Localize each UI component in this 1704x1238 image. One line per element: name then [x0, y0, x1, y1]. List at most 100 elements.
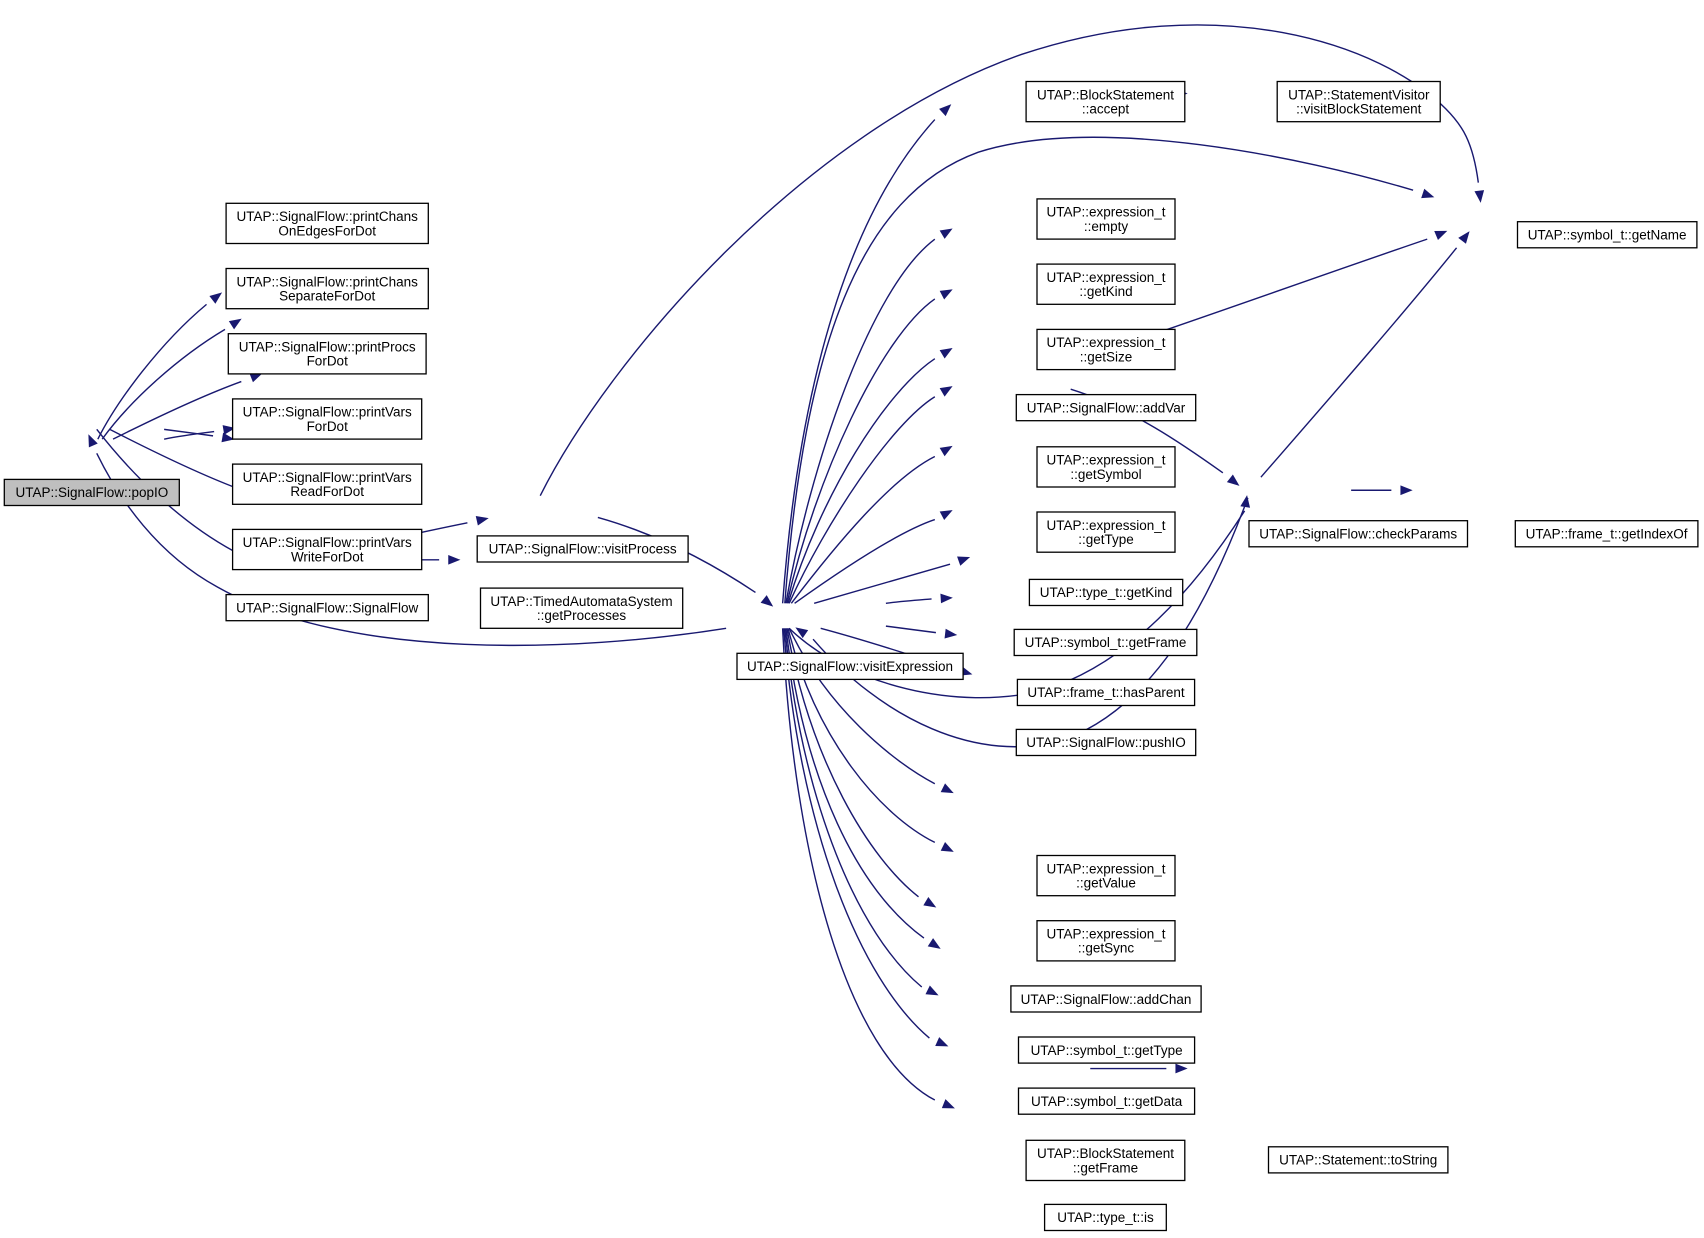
- node-label: ::getFrame: [1073, 1160, 1138, 1175]
- node-addVar[interactable]: UTAP::SignalFlow::addVar: [1015, 393, 1197, 422]
- node-exprGetType[interactable]: UTAP::expression_t::getType: [1036, 511, 1176, 553]
- edge-line: [112, 380, 242, 440]
- node-typeGetKind[interactable]: UTAP::type_t::getKind: [1028, 578, 1184, 607]
- node-label: UTAP::expression_t: [1046, 335, 1165, 350]
- edge-line: [784, 628, 923, 988]
- edge-line: [794, 518, 936, 604]
- node-label: UTAP::SignalFlow::addVar: [1027, 400, 1186, 415]
- node-hasParent[interactable]: UTAP::frame_t::hasParent: [1016, 678, 1196, 707]
- node-visitProcess[interactable]: UTAP::SignalFlow::visitProcess: [476, 535, 689, 563]
- node-box: [1036, 198, 1176, 240]
- node-label: OnEdgesForDot: [278, 223, 376, 238]
- node-symGetType[interactable]: UTAP::symbol_t::getType: [1017, 1036, 1196, 1064]
- node-checkParams[interactable]: UTAP::SignalFlow::checkParams: [1248, 520, 1469, 548]
- edge-checkParams-visitExpression: [795, 497, 1249, 748]
- node-box: [1010, 985, 1202, 1013]
- edge-line: [164, 428, 214, 437]
- node-box: [225, 202, 429, 245]
- edge-blockGetFrame-toString: [1090, 1063, 1188, 1074]
- edge-line: [784, 136, 1414, 604]
- arrowhead-icon: [939, 228, 953, 239]
- node-addChan[interactable]: UTAP::SignalFlow::addChan: [1010, 985, 1202, 1013]
- node-exprGetValue[interactable]: UTAP::expression_t::getValue: [1036, 854, 1176, 897]
- node-box: [1516, 221, 1698, 249]
- edge-visitExpression-exprGetSize: [787, 347, 953, 604]
- node-visitBlockStatement[interactable]: UTAP::StatementVisitor::visitBlockStatem…: [1276, 80, 1441, 123]
- node-pushIO[interactable]: UTAP::SignalFlow::pushIO: [1015, 728, 1197, 757]
- node-label: ::getSize: [1080, 349, 1133, 364]
- node-label: UTAP::symbol_t::getName: [1528, 228, 1687, 243]
- node-box: [1016, 678, 1196, 707]
- node-blockAccept[interactable]: UTAP::BlockStatement::accept: [1025, 80, 1186, 123]
- node-symGetName[interactable]: UTAP::symbol_t::getName: [1516, 221, 1698, 249]
- edge-line: [813, 563, 951, 604]
- arrowhead-icon: [940, 783, 954, 794]
- node-exprGetKind[interactable]: UTAP::expression_t::getKind: [1036, 263, 1176, 305]
- node-label: UTAP::SignalFlow::popIO: [15, 485, 168, 500]
- node-box: [1036, 854, 1176, 897]
- arrowhead-icon: [939, 386, 953, 397]
- node-label: UTAP::expression_t: [1046, 927, 1165, 942]
- node-box: [1025, 1139, 1186, 1182]
- node-label: UTAP::StatementVisitor: [1288, 87, 1430, 102]
- edge-visitExpression-exprGetKind: [786, 289, 953, 604]
- edge-visitExpression-symGetName: [784, 136, 1435, 604]
- arrowhead-icon: [925, 985, 939, 996]
- arrowhead-icon: [228, 318, 242, 330]
- node-box: [1036, 511, 1176, 553]
- arrowhead-icon: [222, 425, 236, 435]
- node-getIndexOf[interactable]: UTAP::frame_t::getIndexOf: [1514, 520, 1699, 548]
- edge-line: [812, 497, 1249, 748]
- node-box: [1036, 263, 1176, 305]
- node-label: UTAP::SignalFlow::pushIO: [1026, 735, 1186, 750]
- node-box: [225, 267, 429, 310]
- node-box: [1043, 1203, 1167, 1232]
- node-printChansSeparate[interactable]: UTAP::SignalFlow::printChansSeparateForD…: [225, 267, 429, 310]
- arrowhead-icon: [927, 938, 941, 949]
- node-exprGetSync[interactable]: UTAP::expression_t::getSync: [1036, 920, 1176, 962]
- arrowhead-icon: [957, 556, 971, 566]
- node-label: UTAP::SignalFlow::addChan: [1021, 992, 1192, 1007]
- node-toString[interactable]: UTAP::Statement::toString: [1267, 1146, 1449, 1174]
- node-label: ::getSymbol: [1070, 467, 1141, 482]
- arrowhead-icon: [1458, 231, 1470, 244]
- edge-line: [1260, 247, 1458, 478]
- node-label: ::getValue: [1076, 876, 1136, 891]
- arrowhead-icon: [923, 897, 937, 908]
- node-symGetData[interactable]: UTAP::symbol_t::getData: [1017, 1087, 1196, 1115]
- node-symGetFrame[interactable]: UTAP::symbol_t::getFrame: [1013, 628, 1198, 657]
- arrowhead-icon: [221, 432, 235, 443]
- arrowhead-icon: [448, 554, 461, 565]
- node-exprEmpty[interactable]: UTAP::expression_t::empty: [1036, 198, 1176, 240]
- edge-popIO-printChansSeparate: [101, 318, 242, 440]
- node-typeIs[interactable]: UTAP::type_t::is: [1043, 1203, 1167, 1232]
- edge-visitProcess-symGetName: [539, 24, 1485, 496]
- node-label: ::getSync: [1078, 941, 1135, 956]
- node-box: [3, 478, 180, 507]
- node-label: UTAP::symbol_t::getType: [1031, 1043, 1183, 1058]
- arrowhead-icon: [760, 595, 774, 607]
- node-exprGetSymbol[interactable]: UTAP::expression_t::getSymbol: [1036, 446, 1176, 488]
- node-label: UTAP::SignalFlow::visitExpression: [747, 659, 953, 674]
- node-box: [1025, 80, 1186, 123]
- node-getProcesses[interactable]: UTAP::TimedAutomataSystem::getProcesses: [479, 587, 684, 629]
- edge-line: [109, 428, 243, 491]
- edge-line: [539, 24, 1480, 496]
- node-label: UTAP::SignalFlow::printChans: [237, 209, 419, 224]
- arrowhead-icon: [209, 292, 223, 304]
- node-label: UTAP::expression_t: [1046, 270, 1165, 285]
- node-exprGetSize[interactable]: UTAP::expression_t::getSize: [1036, 328, 1176, 371]
- node-label: UTAP::expression_t: [1046, 518, 1165, 533]
- node-label: UTAP::expression_t: [1046, 205, 1165, 220]
- arrowhead-icon: [1400, 485, 1413, 496]
- node-blockGetFrame[interactable]: UTAP::BlockStatement::getFrame: [1025, 1139, 1186, 1182]
- node-visitExpression[interactable]: UTAP::SignalFlow::visitExpression: [736, 652, 964, 681]
- node-printChansOnEdges[interactable]: UTAP::SignalFlow::printChansOnEdgesForDo…: [225, 202, 429, 245]
- node-signalFlowCtor[interactable]: UTAP::SignalFlow::SignalFlow: [225, 593, 429, 622]
- node-label: WriteForDot: [291, 549, 364, 564]
- node-popIO[interactable]: UTAP::SignalFlow::popIO: [3, 478, 180, 507]
